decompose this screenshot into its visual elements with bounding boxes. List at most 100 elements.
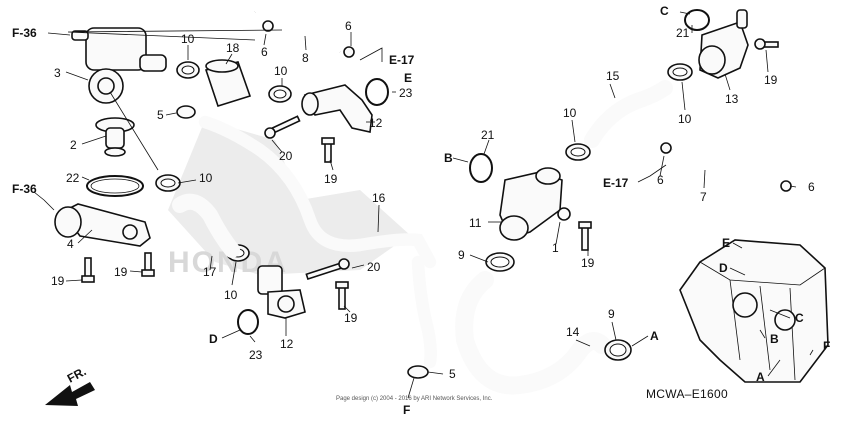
hose-clamp-10-c[interactable] (155, 174, 181, 192)
label-12-b: 12 (280, 337, 294, 351)
engine-ref-c: C (795, 311, 804, 325)
tube-clip-6-c[interactable] (660, 142, 672, 154)
hose-clamp-10-f[interactable] (667, 63, 693, 81)
breather-tube-8[interactable] (249, 10, 342, 54)
label-18: 18 (226, 41, 240, 55)
bolt-19-left-a[interactable] (81, 257, 95, 283)
label-19-e: 19 (581, 256, 595, 270)
engine-ref-d: D (719, 261, 728, 275)
label-6-c: 6 (657, 173, 664, 187)
ref-a: A (650, 329, 659, 343)
water-hose-15[interactable] (584, 80, 673, 148)
front-arrow (45, 382, 95, 406)
bypass-hose-18[interactable] (204, 59, 252, 107)
label-13: 13 (725, 92, 739, 106)
diagram-code: MCWA–E1600 (646, 387, 728, 401)
ref-f36-lower: F-36 (12, 182, 37, 196)
label-21-a: 21 (481, 128, 495, 142)
label-10-e: 10 (563, 106, 577, 120)
thermostat-housing[interactable] (71, 27, 167, 104)
label-20-b: 20 (367, 260, 381, 274)
bolt-19-right-center[interactable] (578, 221, 592, 251)
label-9-b: 9 (608, 307, 615, 321)
label-20-a: 20 (279, 149, 293, 163)
label-6-a: 6 (261, 45, 268, 59)
label-5-a: 5 (157, 108, 164, 122)
label-15: 15 (606, 69, 620, 83)
label-19-c: 19 (324, 172, 338, 186)
thermostat[interactable] (95, 117, 135, 157)
thermostat-cover[interactable] (54, 203, 151, 247)
label-10-d: 10 (224, 288, 238, 302)
tube-clip-6-a[interactable] (262, 20, 274, 32)
o-ring-22[interactable] (86, 175, 144, 197)
label-5-b: 5 (449, 367, 456, 381)
label-11: 11 (469, 216, 482, 230)
bolt-19-upper-right[interactable] (754, 38, 779, 50)
label-10-c: 10 (199, 171, 213, 185)
engine-ref-e: E (722, 236, 730, 250)
label-7: 7 (700, 190, 707, 204)
o-ring-21-upper[interactable] (684, 9, 710, 31)
bolt-20-upper[interactable] (264, 115, 301, 139)
label-1: 1 (552, 241, 559, 255)
water-hose-16-lower[interactable] (411, 255, 437, 369)
o-ring-23-lower[interactable] (237, 309, 259, 335)
engine-ref-a: A (756, 370, 765, 384)
water-joint-12-upper[interactable] (301, 84, 373, 133)
engine-ref-b: B (770, 332, 779, 346)
label-9-a: 9 (458, 248, 465, 262)
bolt-19-center[interactable] (321, 137, 335, 163)
ref-e17-upper: E-17 (389, 53, 415, 67)
hose-clamp-9-upper[interactable] (485, 252, 515, 272)
label-21-b: 21 (676, 26, 690, 40)
label-19-b: 19 (114, 265, 128, 279)
water-hose-17[interactable] (172, 193, 240, 258)
o-ring-21-center[interactable] (469, 153, 493, 183)
label-22: 22 (66, 171, 80, 185)
ref-d: D (209, 332, 218, 346)
label-8: 8 (302, 51, 309, 65)
engine-overview (679, 239, 829, 383)
ref-e: E (404, 71, 412, 85)
leader-lines (33, 11, 814, 399)
label-19-a: 19 (51, 274, 65, 288)
o-ring-23-upper[interactable] (365, 78, 389, 106)
ref-f: F (403, 403, 410, 417)
label-10-a: 10 (181, 32, 195, 46)
label-23-b: 23 (249, 348, 263, 362)
hose-clip-5-b[interactable] (407, 365, 429, 379)
water-joint-12-lower[interactable] (257, 265, 306, 319)
bolt-1[interactable] (557, 207, 571, 221)
label-3: 3 (54, 66, 61, 80)
tube-clip-6-d[interactable] (780, 180, 792, 192)
tube-clip-6-b[interactable] (343, 46, 355, 58)
hose-clamp-10-e[interactable] (565, 143, 591, 161)
hose-clamp-9-lower[interactable] (604, 339, 632, 361)
bolt-19-lower[interactable] (335, 281, 349, 310)
water-joint-13[interactable] (698, 9, 749, 79)
copyright-notice: Page design (c) 2004 - 2016 by ARI Netwo… (336, 396, 493, 402)
water-hose-16[interactable] (198, 115, 437, 269)
hose-clamp-10-b[interactable] (268, 85, 292, 103)
engine-ref-f: F (823, 339, 830, 353)
water-hose-14[interactable] (455, 271, 611, 395)
label-23-a: 23 (399, 86, 413, 100)
hose-clip-5-a[interactable] (176, 105, 196, 119)
bolt-19-left-b[interactable] (141, 252, 155, 277)
label-12-a: 12 (369, 116, 383, 130)
label-6-b: 6 (345, 19, 352, 33)
part-number-labels: 1 2 3 4 5 5 6 6 6 6 7 8 9 9 10 10 10 10 … (51, 19, 815, 381)
label-10-f: 10 (678, 112, 692, 126)
bolt-20-lower[interactable] (305, 258, 350, 281)
label-17: 17 (203, 265, 217, 279)
label-6-d: 6 (808, 180, 815, 194)
ref-c: C (660, 4, 669, 18)
breather-tube-7[interactable] (671, 134, 784, 186)
label-19-f: 19 (764, 73, 778, 87)
hose-clamp-10-a[interactable] (176, 61, 200, 79)
label-16: 16 (372, 191, 386, 205)
water-joint-11[interactable] (499, 167, 563, 241)
